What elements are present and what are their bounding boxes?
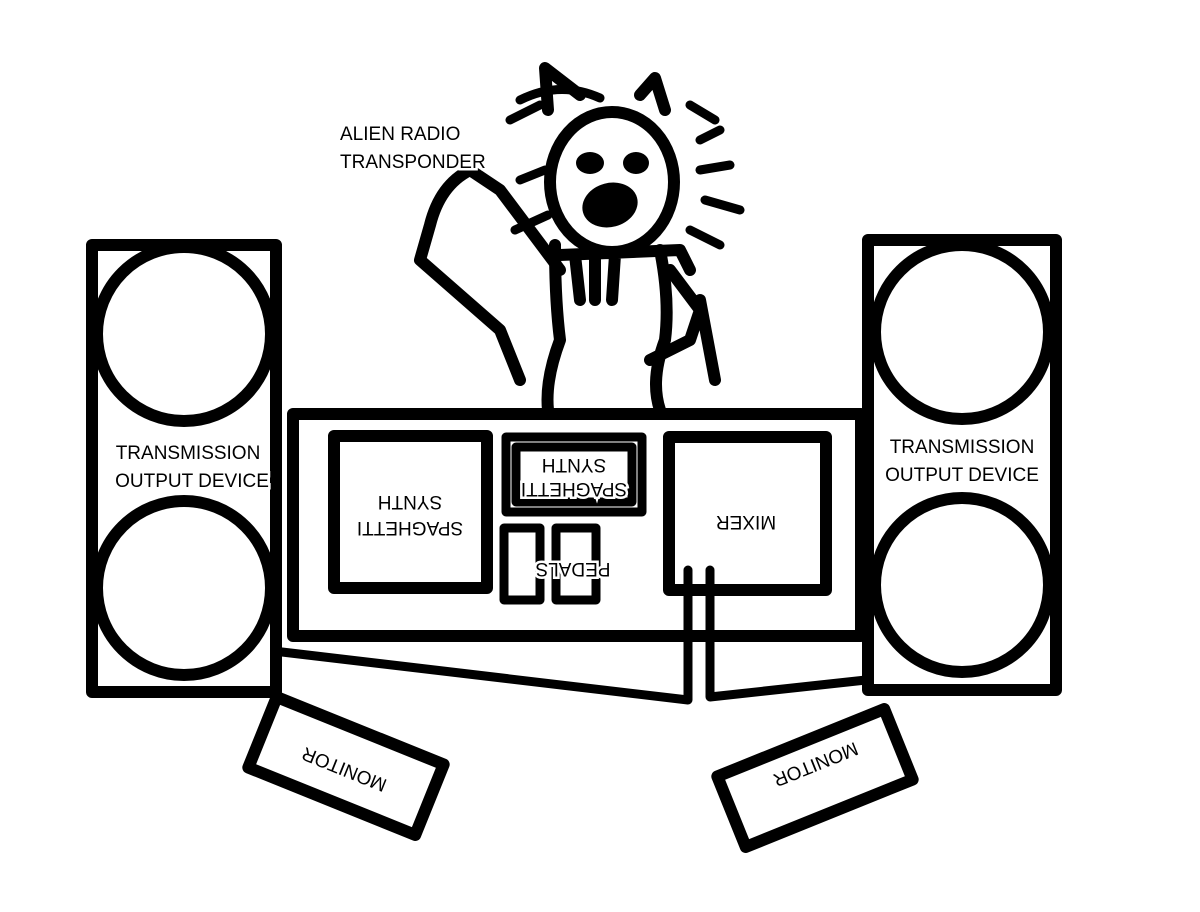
left-speaker-label: TRANSMISSION: [116, 443, 261, 464]
synth-top-label: SYNTH: [542, 454, 606, 475]
figure-eye: [576, 152, 604, 174]
pedal: [551, 523, 601, 605]
cable-right: [705, 565, 871, 702]
right-speaker: [862, 234, 1062, 696]
alien-figure: [414, 62, 745, 416]
synth-left: [328, 430, 493, 594]
figure-mouth: [582, 182, 638, 228]
figure-head: [544, 106, 680, 258]
figure-eye: [623, 152, 649, 174]
mixer-label: MIXER: [716, 511, 776, 532]
figure-body: [541, 239, 673, 416]
left-speaker-label: OUTPUT DEVICE: [115, 471, 269, 492]
synth-top: [501, 432, 647, 517]
mixer: [663, 431, 832, 596]
figure-right-arm: [644, 264, 721, 386]
desk: [287, 408, 867, 642]
synth-left-label: SPAGHETTI: [357, 517, 463, 538]
figure-left-arm: [414, 164, 566, 386]
left-speaker: [86, 239, 282, 698]
monitor-left: [242, 691, 450, 841]
monitor-right: [711, 703, 919, 853]
pedal: [499, 523, 545, 605]
transponder-label: TRANSPONDER: [340, 152, 486, 173]
right-speaker-label: TRANSMISSION: [890, 437, 1035, 458]
cable-left: [277, 565, 693, 705]
transponder-label: ALIEN RADIO: [340, 124, 460, 145]
synth-top-label: SPAGHETTI: [521, 478, 627, 499]
right-speaker-label: OUTPUT DEVICE: [885, 465, 1039, 486]
synth-left-label: SYNTH: [378, 491, 442, 512]
pedals-label: PEDALS: [536, 558, 611, 579]
